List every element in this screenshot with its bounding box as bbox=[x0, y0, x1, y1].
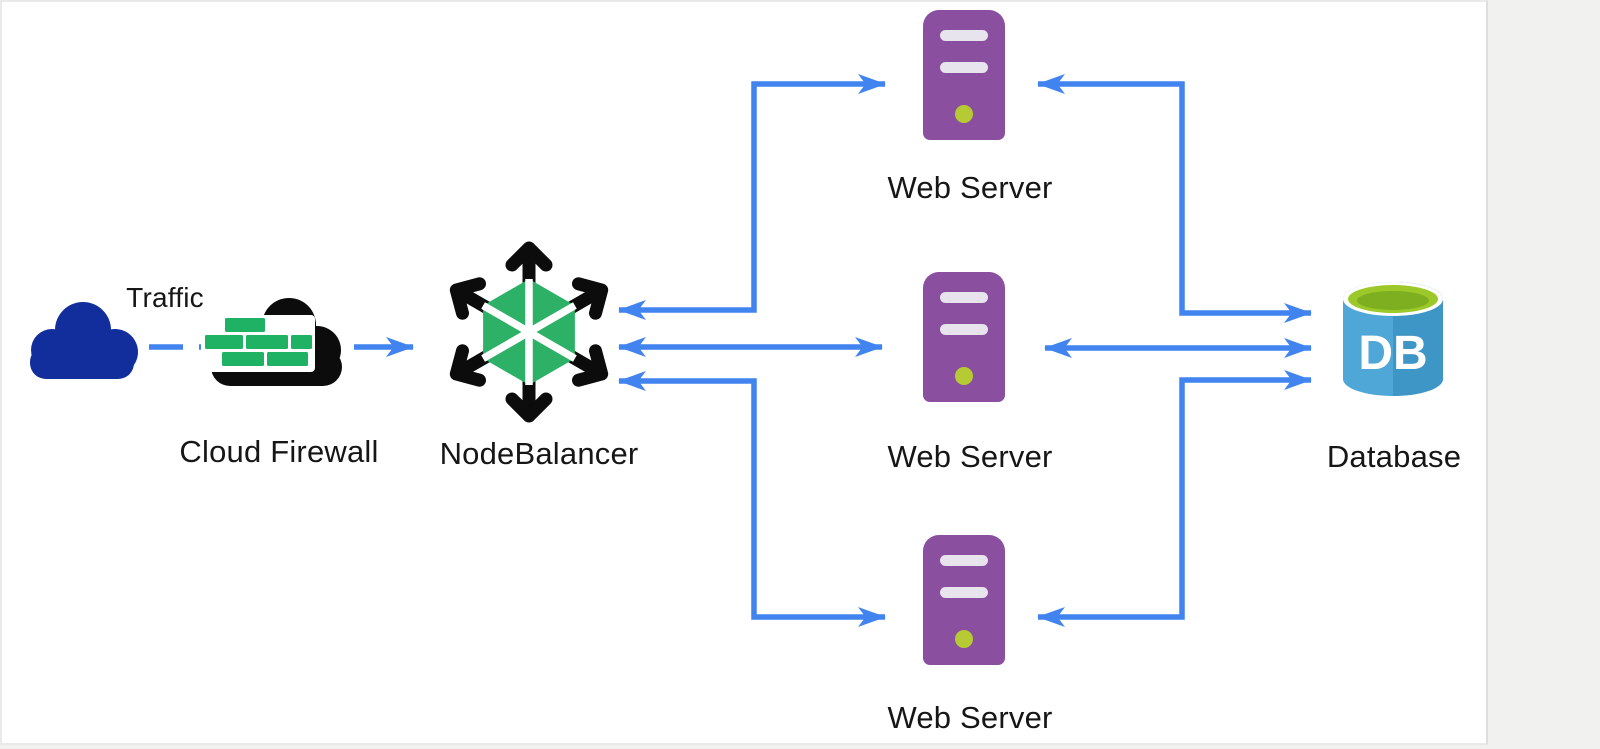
database-icon-text: DB bbox=[1358, 327, 1427, 380]
edge-nodebalancer-webserver1 bbox=[618, 74, 886, 320]
web-server-1-icon bbox=[923, 10, 1005, 140]
web-server-2-icon bbox=[923, 272, 1005, 402]
diagram-canvas: DB Traffic Cloud Firewall NodeBalancer W… bbox=[0, 0, 1488, 745]
edge-webserver1-database bbox=[1037, 74, 1312, 323]
cloud-firewall-label: Cloud Firewall bbox=[179, 434, 379, 469]
web-server-3-label: Web Server bbox=[887, 700, 1053, 735]
traffic-label: Traffic bbox=[126, 282, 204, 313]
web-server-3-icon bbox=[923, 535, 1005, 665]
nodebalancer-icon bbox=[449, 241, 609, 423]
cloud-firewall-icon bbox=[202, 298, 342, 386]
edge-webserver3-database bbox=[1037, 370, 1312, 627]
traffic-cloud-icon bbox=[30, 302, 138, 379]
web-server-2-label: Web Server bbox=[887, 439, 1053, 474]
firewall-bricks bbox=[205, 318, 312, 366]
database-label: Database bbox=[1326, 439, 1462, 474]
connector-layer bbox=[149, 74, 1312, 627]
web-server-1-label: Web Server bbox=[887, 170, 1053, 205]
edge-nodebalancer-webserver3 bbox=[618, 371, 886, 627]
database-icon: DB bbox=[1343, 282, 1443, 396]
nodebalancer-label: NodeBalancer bbox=[439, 436, 639, 471]
